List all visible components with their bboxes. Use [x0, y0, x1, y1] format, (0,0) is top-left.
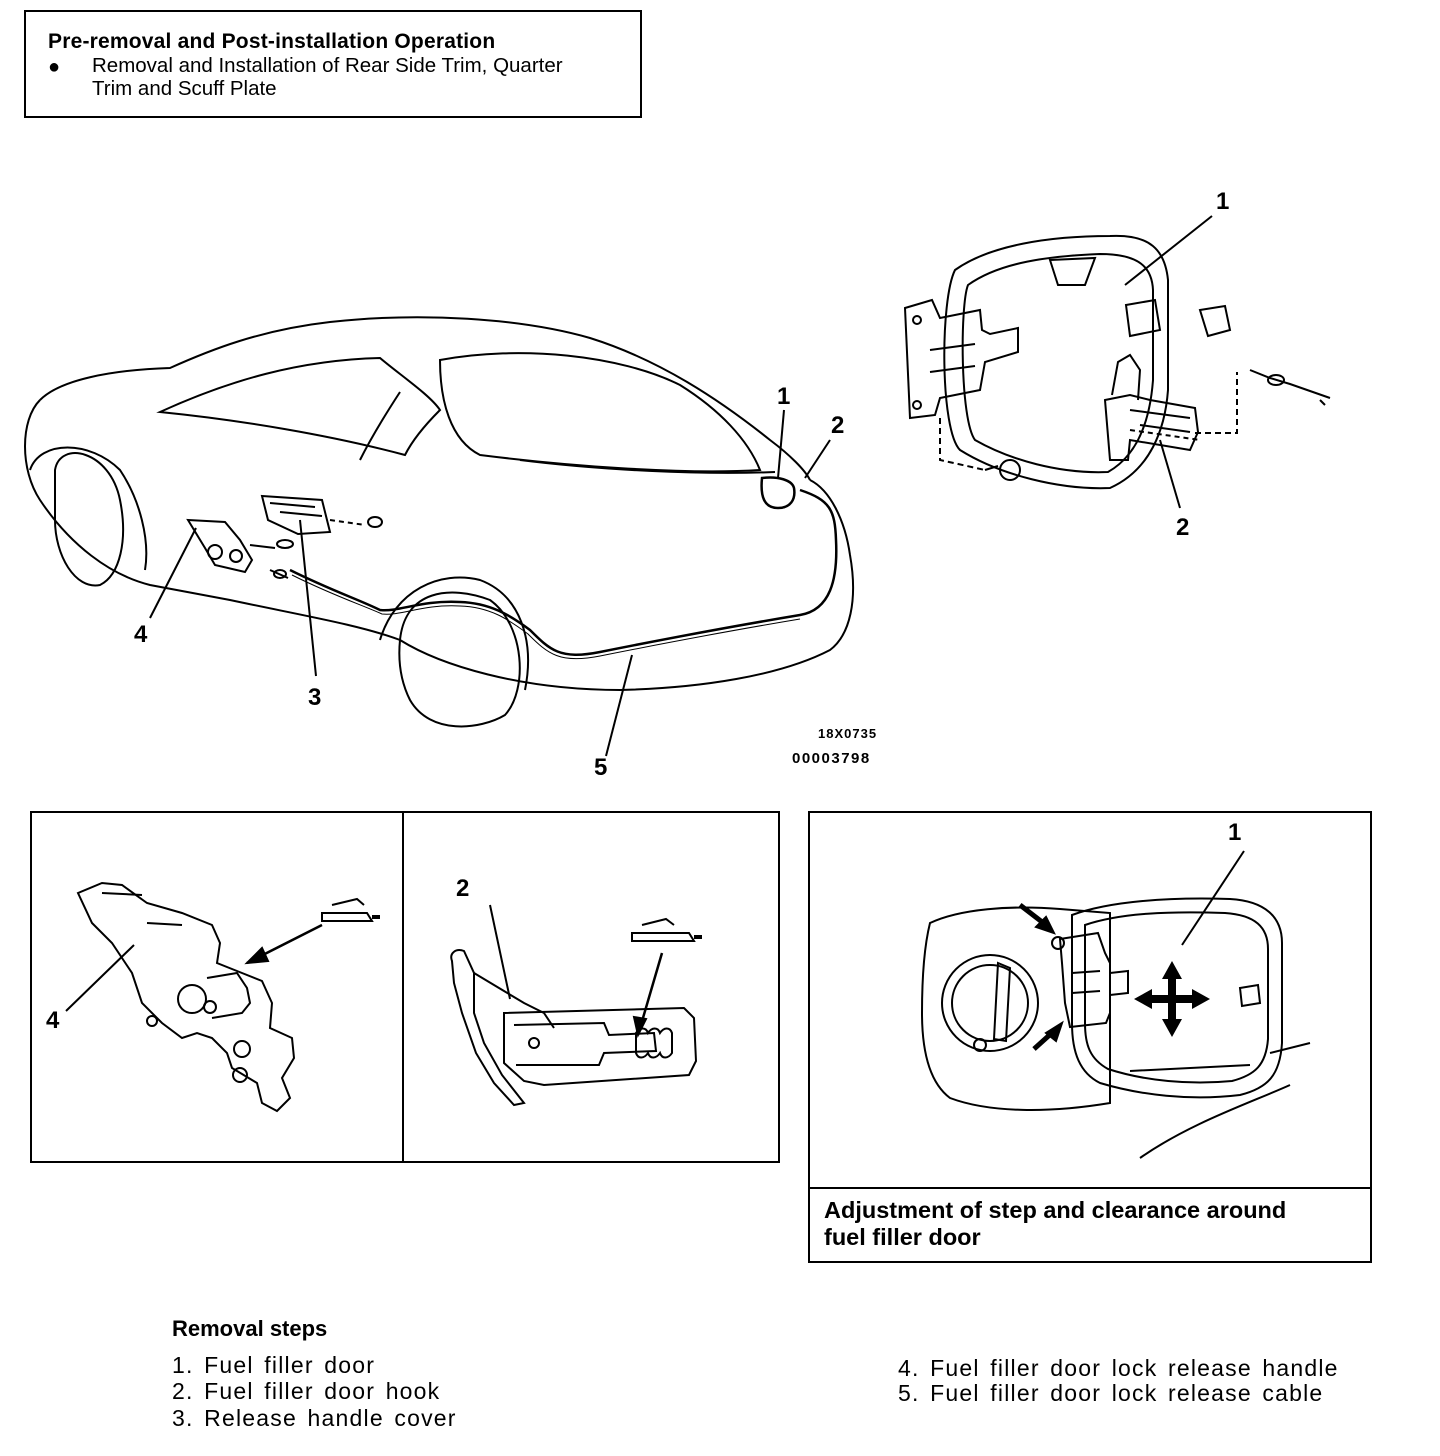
car-rear-glass [438, 352, 762, 473]
release-cable-inner [291, 574, 801, 660]
callout-door-hook: 2 [831, 412, 845, 439]
removal-step-3: 3. Release handle cover [172, 1405, 457, 1431]
callout-release-handle: 4 [134, 621, 148, 648]
adjustment-caption-line2: fuel filler door [824, 1224, 981, 1250]
callout-grease-hook: 2 [456, 875, 470, 902]
release-handle-detail [65, 881, 380, 1113]
pre-removal-item-line2: Trim and Scuff Plate [92, 77, 277, 100]
pre-removal-title: Pre-removal and Post-installation Operat… [48, 30, 496, 53]
callout-adjust-door: 1 [1228, 819, 1242, 846]
leader-5 [605, 654, 633, 757]
car-rear-window [156, 356, 442, 457]
removal-step-2: 2. Fuel filler door hook [172, 1378, 441, 1404]
removal-steps-title: Removal steps [172, 1316, 328, 1341]
door-hook-detail [450, 904, 702, 1107]
caption-divider [810, 1187, 1370, 1189]
adjustment-panel: 1 Adjustment of step and clearance aroun… [808, 811, 1372, 1263]
adjustment-arrows-icon [1134, 961, 1210, 1037]
car-rear-wheel-arch [379, 576, 529, 691]
adjustment-illustration [920, 850, 1311, 1159]
removal-step-5: 5. Fuel filler door lock release cable [898, 1380, 1324, 1406]
leader-detail-2 [1159, 439, 1181, 509]
handle-cover-part [260, 494, 383, 579]
release-handle-part [186, 518, 294, 574]
car-front-wheel [54, 452, 124, 587]
pre-removal-item-line1: Removal and Installation of Rear Side Tr… [92, 54, 563, 77]
removal-step-1: 1. Fuel filler door [172, 1352, 376, 1378]
callout-release-cable: 5 [594, 754, 608, 781]
car-rear-wheel [398, 591, 521, 728]
callout-detail-fuel-door: 1 [1216, 188, 1230, 215]
leader-2 [804, 439, 831, 479]
car-fuel-door [760, 476, 796, 510]
car-side-crease [519, 459, 776, 474]
callout-grease-handle: 4 [46, 1007, 60, 1034]
adjustment-caption: Adjustment of step and clearance around … [824, 1197, 1364, 1251]
removal-step-4: 4. Fuel filler door lock release handle [898, 1355, 1339, 1381]
pre-removal-box: Pre-removal and Post-installation Operat… [24, 10, 642, 118]
grease-panel: 4 2 [30, 811, 780, 1163]
figure-code: 18X0735 [818, 726, 878, 741]
callout-handle-cover: 3 [308, 684, 322, 711]
leader-4 [149, 527, 197, 619]
leader-detail-1 [1124, 215, 1213, 286]
car-front-wheel-arch [29, 446, 148, 571]
car-illustration [24, 215, 1331, 757]
car-body-outline [24, 399, 855, 692]
car-roof-line [39, 316, 811, 481]
callout-detail-door-hook: 2 [1176, 514, 1190, 541]
pre-removal-item: Removal and Installation of Rear Side Tr… [92, 54, 632, 100]
panel-divider [402, 813, 404, 1161]
bullet-icon: ● [48, 56, 61, 78]
leader-1 [777, 409, 785, 479]
car-b-pillar [359, 391, 401, 461]
adjustment-caption-line1: Adjustment of step and clearance around [824, 1197, 1287, 1223]
leader-3 [299, 519, 317, 677]
figure-number: 00003798 [792, 750, 871, 767]
fuel-door-detail [903, 234, 1331, 490]
release-cable [289, 488, 838, 656]
callout-fuel-door: 1 [777, 383, 791, 410]
